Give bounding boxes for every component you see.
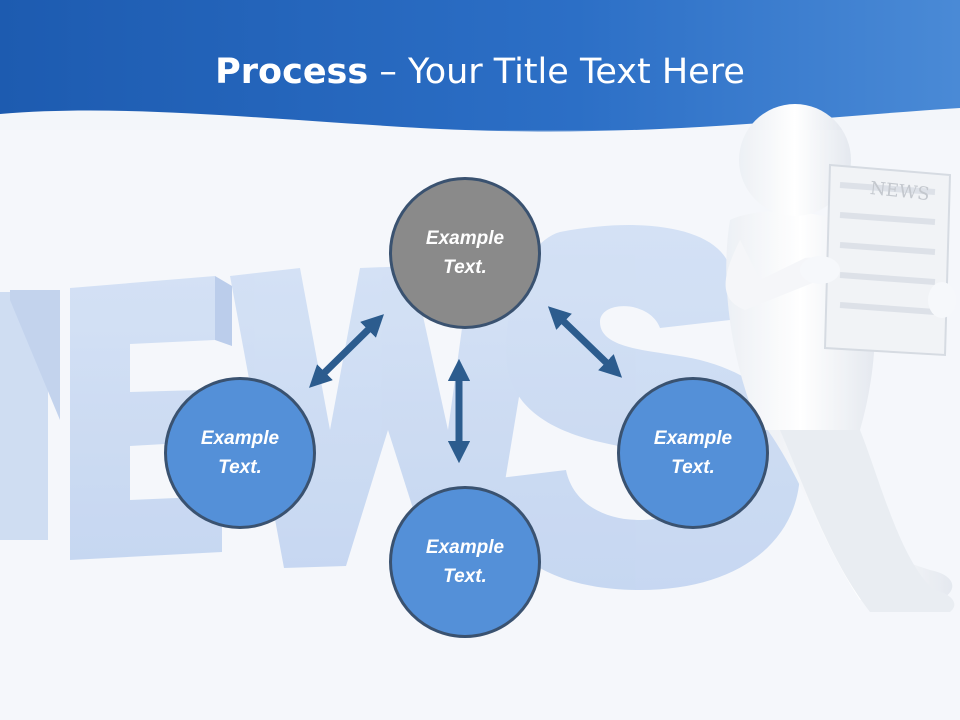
circle-right: Example Text. bbox=[617, 377, 769, 529]
slide-title: Process – Your Title Text Here bbox=[0, 52, 960, 92]
title-rest: – Your Title Text Here bbox=[368, 52, 745, 92]
person-reading-newspaper: NEWS bbox=[725, 104, 956, 612]
header-band bbox=[0, 0, 960, 132]
circle-bottom-text: Example Text. bbox=[425, 537, 505, 587]
circle-left: Example Text. bbox=[164, 377, 316, 529]
title-bold: Process bbox=[215, 52, 369, 92]
circle-top: Example Text. bbox=[389, 177, 541, 329]
circle-bottom: Example Text. bbox=[389, 486, 541, 638]
circle-right-text: Example Text. bbox=[653, 428, 733, 478]
circle-top-text: Example Text. bbox=[425, 228, 505, 278]
circle-left-text: Example Text. bbox=[200, 428, 280, 478]
